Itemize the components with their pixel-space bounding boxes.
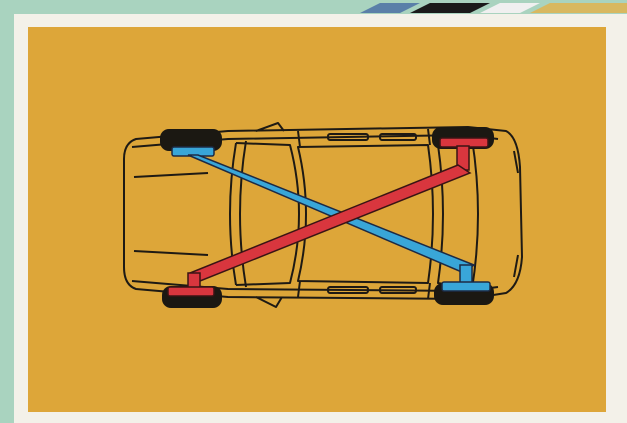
car-brake-diagram [28, 27, 606, 412]
top-decorative-strip [360, 0, 627, 10]
diagram-panel [28, 27, 606, 412]
